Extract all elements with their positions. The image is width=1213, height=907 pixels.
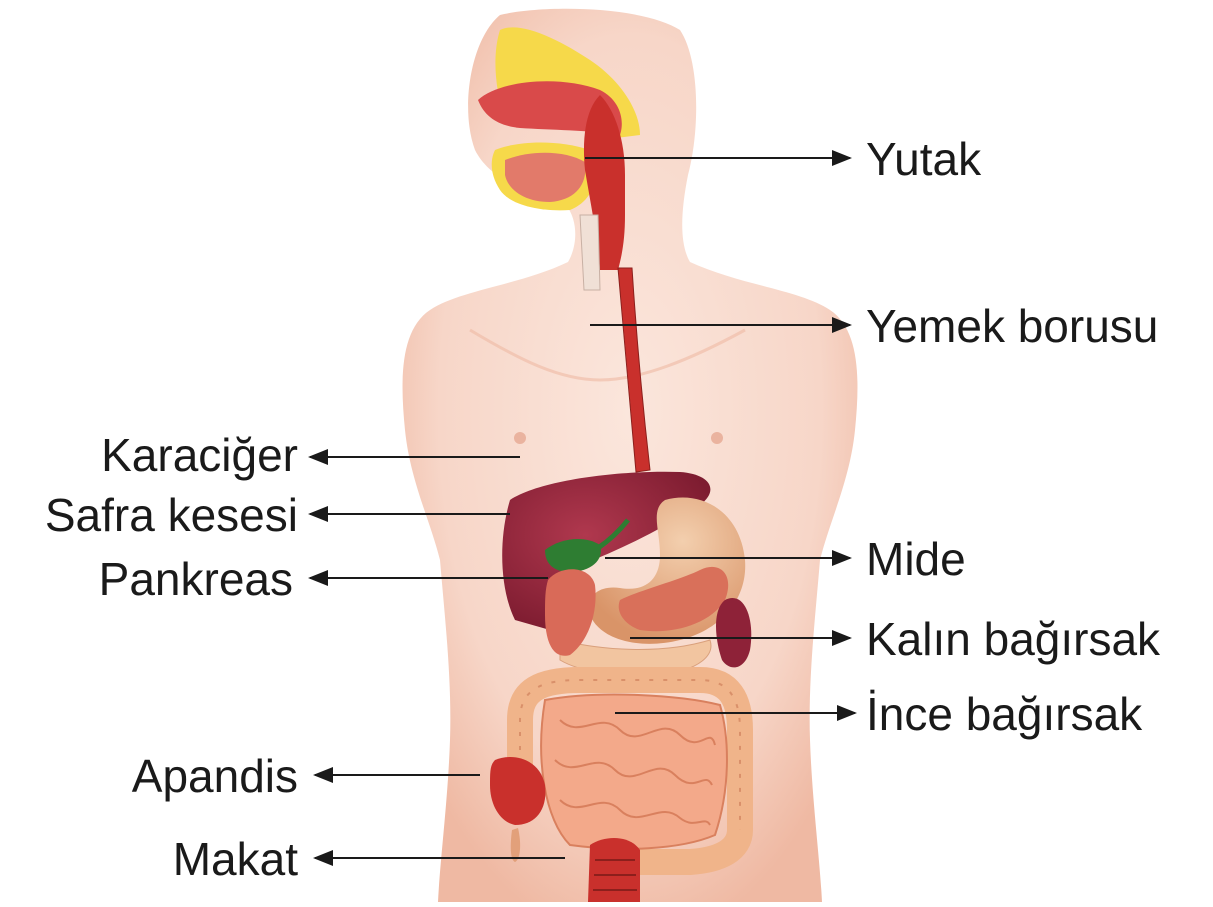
- label-yutak: Yutak: [866, 136, 981, 182]
- label-pankreas: Pankreas: [0, 556, 293, 602]
- spleen: [716, 598, 751, 667]
- nipple-right: [711, 432, 723, 444]
- small-intestine: [541, 695, 727, 849]
- trachea: [580, 215, 600, 290]
- label-karaciger: Karaciğer: [0, 432, 298, 478]
- label-makat: Makat: [0, 836, 298, 882]
- rectum: [588, 838, 640, 902]
- label-yemek-borusu: Yemek borusu: [866, 303, 1158, 349]
- nipple-left: [514, 432, 526, 444]
- label-ince-bagirsak: İnce bağırsak: [866, 691, 1142, 737]
- label-kalin-bagirsak: Kalın bağırsak: [866, 616, 1160, 662]
- label-safra-kesesi: Safra kesesi: [0, 492, 298, 538]
- label-mide: Mide: [866, 536, 966, 582]
- label-apandis: Apandis: [0, 753, 298, 799]
